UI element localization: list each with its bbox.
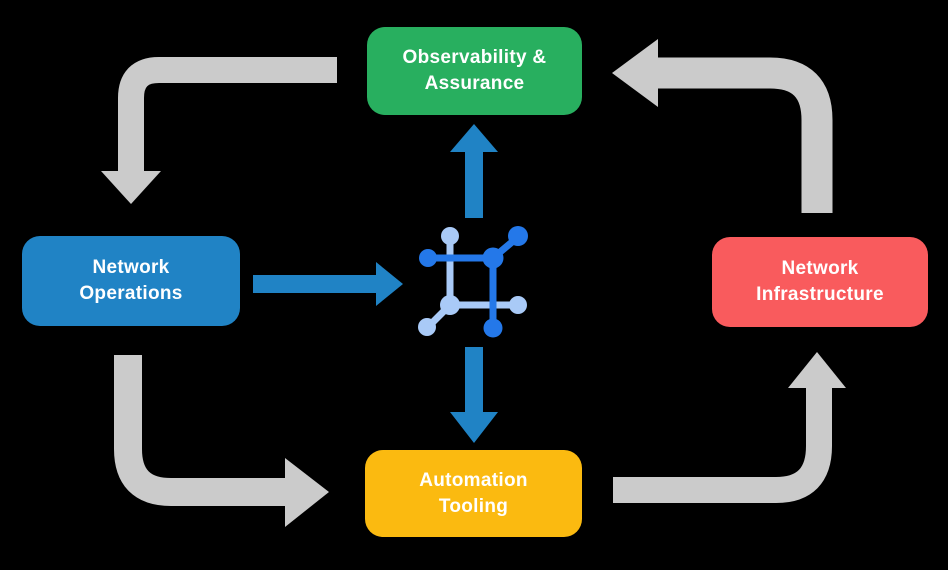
node-label-line: Automation: [419, 469, 528, 491]
node-observability-assurance: Observability & Assurance: [367, 27, 582, 115]
arrow-observability-to-operations: [101, 57, 337, 204]
node-label-line: Infrastructure: [756, 284, 884, 305]
arrowhead-left-icon: [612, 39, 658, 107]
node-label-line: Network: [92, 257, 170, 278]
arrowhead-up-icon: [450, 124, 498, 152]
node-network-operations: Network Operations: [22, 236, 240, 326]
arrowhead-down-icon: [450, 412, 498, 443]
arrow-automation-to-infrastructure: [613, 352, 846, 503]
arrowhead-right-icon: [285, 458, 329, 527]
node-label-line: Tooling: [438, 495, 509, 517]
node-label-line: Observability &: [402, 47, 547, 68]
node-label-line: Operations: [79, 283, 183, 304]
node-label-line: Assurance: [424, 73, 525, 94]
network-mesh-icon: [418, 226, 528, 338]
node-label-line: Network: [781, 258, 859, 279]
arrow-infrastructure-to-observability: [612, 39, 833, 213]
node-network-infrastructure: Network Infrastructure: [712, 237, 928, 327]
arrowhead-down-icon: [101, 171, 161, 204]
arrowhead-right-icon: [376, 262, 403, 306]
arrow-operations-to-platform: [253, 262, 403, 306]
node-automation-tooling: Automation Tooling: [365, 450, 582, 537]
arrowhead-up-icon: [788, 352, 846, 388]
arrow-platform-to-observability: [450, 124, 498, 218]
arrow-operations-to-automation: [114, 355, 329, 527]
arrow-platform-to-automation: [450, 347, 498, 443]
